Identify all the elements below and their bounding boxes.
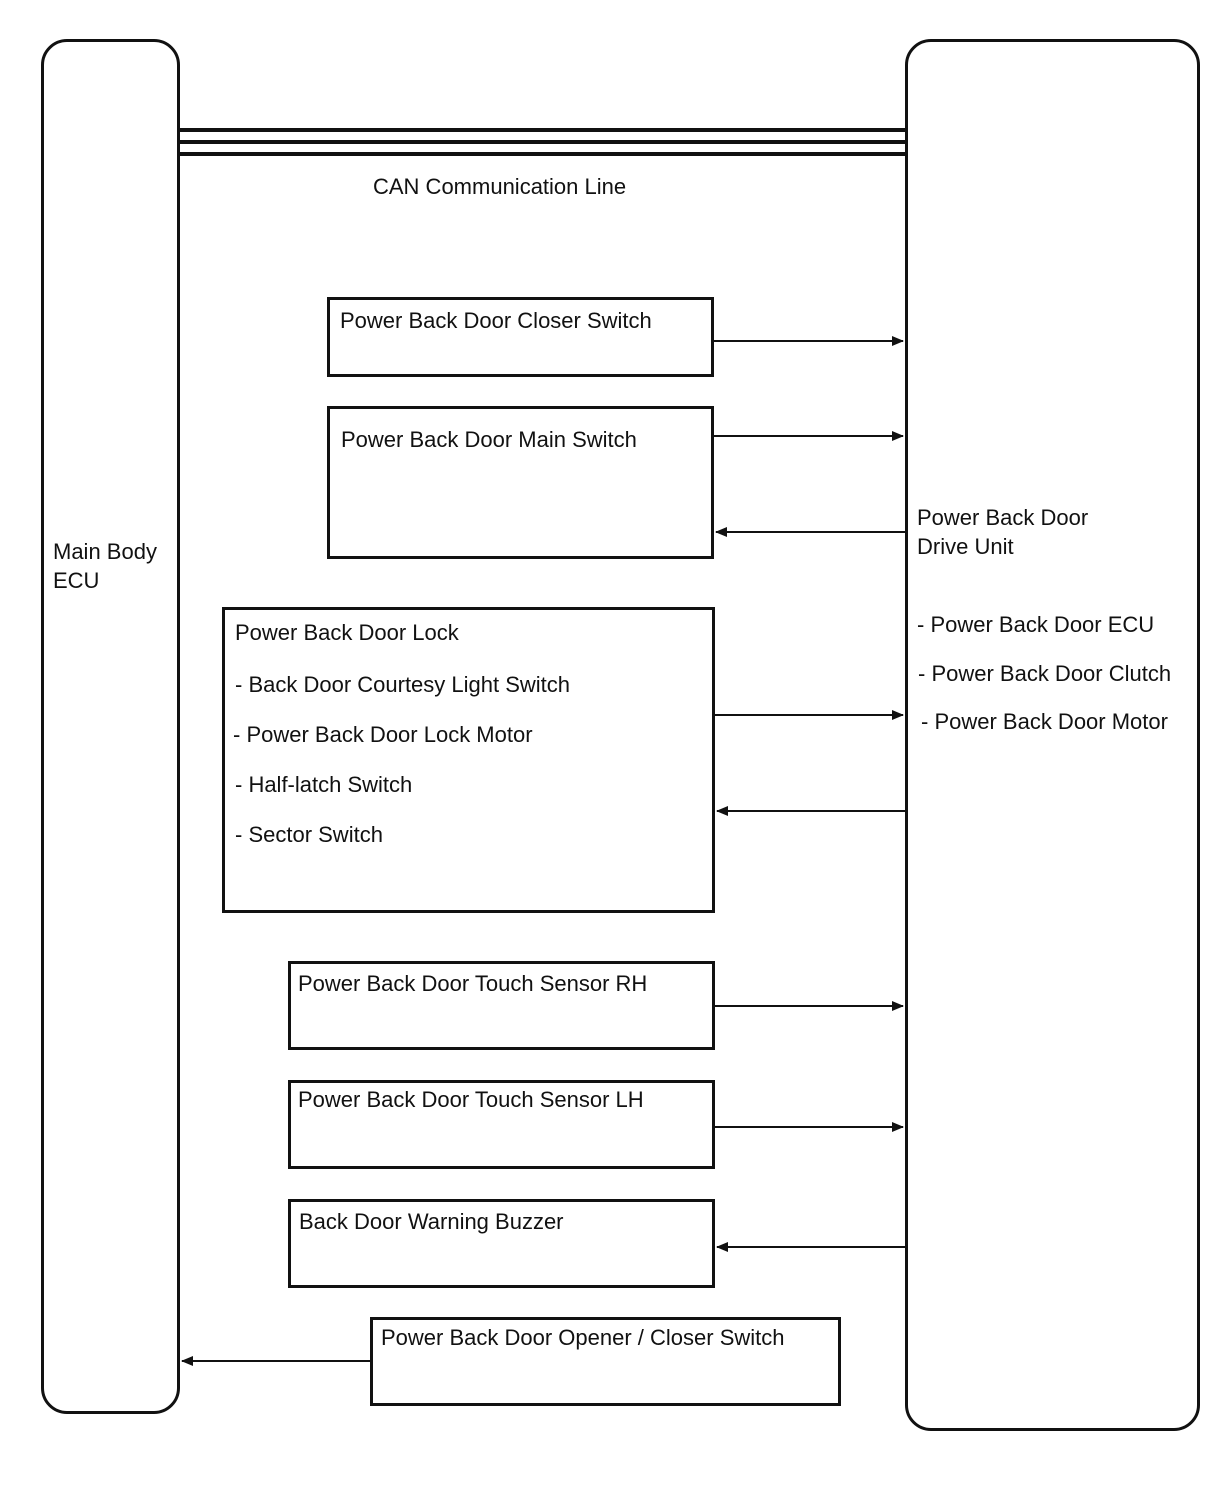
can-communication-line bbox=[180, 128, 905, 156]
drive-unit-item-ecu: - Power Back Door ECU bbox=[917, 612, 1155, 637]
can-line-label: CAN Communication Line bbox=[373, 174, 627, 199]
main-switch-label: Power Back Door Main Switch bbox=[341, 427, 637, 452]
opener-closer-switch-box: Power Back Door Opener / Closer Switch bbox=[370, 1317, 841, 1406]
lock-item-sector-switch: - Sector Switch bbox=[235, 822, 383, 847]
drive-unit-item-motor: - Power Back Door Motor bbox=[921, 709, 1168, 734]
touch-sensor-lh-label: Power Back Door Touch Sensor LH bbox=[298, 1087, 644, 1112]
lock-title: Power Back Door Lock bbox=[235, 620, 459, 645]
warning-buzzer-label: Back Door Warning Buzzer bbox=[299, 1209, 564, 1234]
touch-sensor-lh-box: Power Back Door Touch Sensor LH bbox=[288, 1080, 715, 1169]
warning-buzzer-box: Back Door Warning Buzzer bbox=[288, 1199, 715, 1288]
power-back-door-lock-box: Power Back Door Lock - Back Door Courtes… bbox=[222, 607, 715, 913]
main-body-ecu-label-line2: ECU bbox=[53, 568, 100, 593]
lock-item-half-latch-switch: - Half-latch Switch bbox=[235, 772, 413, 797]
touch-sensor-rh-box: Power Back Door Touch Sensor RH bbox=[288, 961, 715, 1050]
touch-sensor-rh-label: Power Back Door Touch Sensor RH bbox=[298, 971, 648, 996]
main-switch-box: Power Back Door Main Switch bbox=[327, 406, 714, 559]
power-back-door-drive-unit: Power Back Door Drive Unit - Power Back … bbox=[905, 39, 1200, 1431]
main-body-ecu-label-line1: Main Body bbox=[53, 539, 157, 564]
closer-switch-label: Power Back Door Closer Switch bbox=[340, 308, 652, 333]
drive-unit-item-clutch: - Power Back Door Clutch bbox=[918, 661, 1172, 686]
drive-unit-label-line2: Drive Unit bbox=[917, 534, 1014, 559]
drive-unit-label: Power Back Door Drive Unit bbox=[917, 503, 1088, 561]
opener-closer-switch-label: Power Back Door Opener / Closer Switch bbox=[381, 1325, 785, 1350]
drive-unit-label-line1: Power Back Door bbox=[917, 505, 1089, 530]
lock-item-courtesy-light-switch: - Back Door Courtesy Light Switch bbox=[235, 672, 571, 697]
main-body-ecu-label: Main Body ECU bbox=[53, 537, 157, 595]
main-body-ecu: Main Body ECU bbox=[41, 39, 180, 1414]
lock-item-lock-motor: - Power Back Door Lock Motor bbox=[233, 722, 533, 747]
closer-switch-box: Power Back Door Closer Switch bbox=[327, 297, 714, 377]
